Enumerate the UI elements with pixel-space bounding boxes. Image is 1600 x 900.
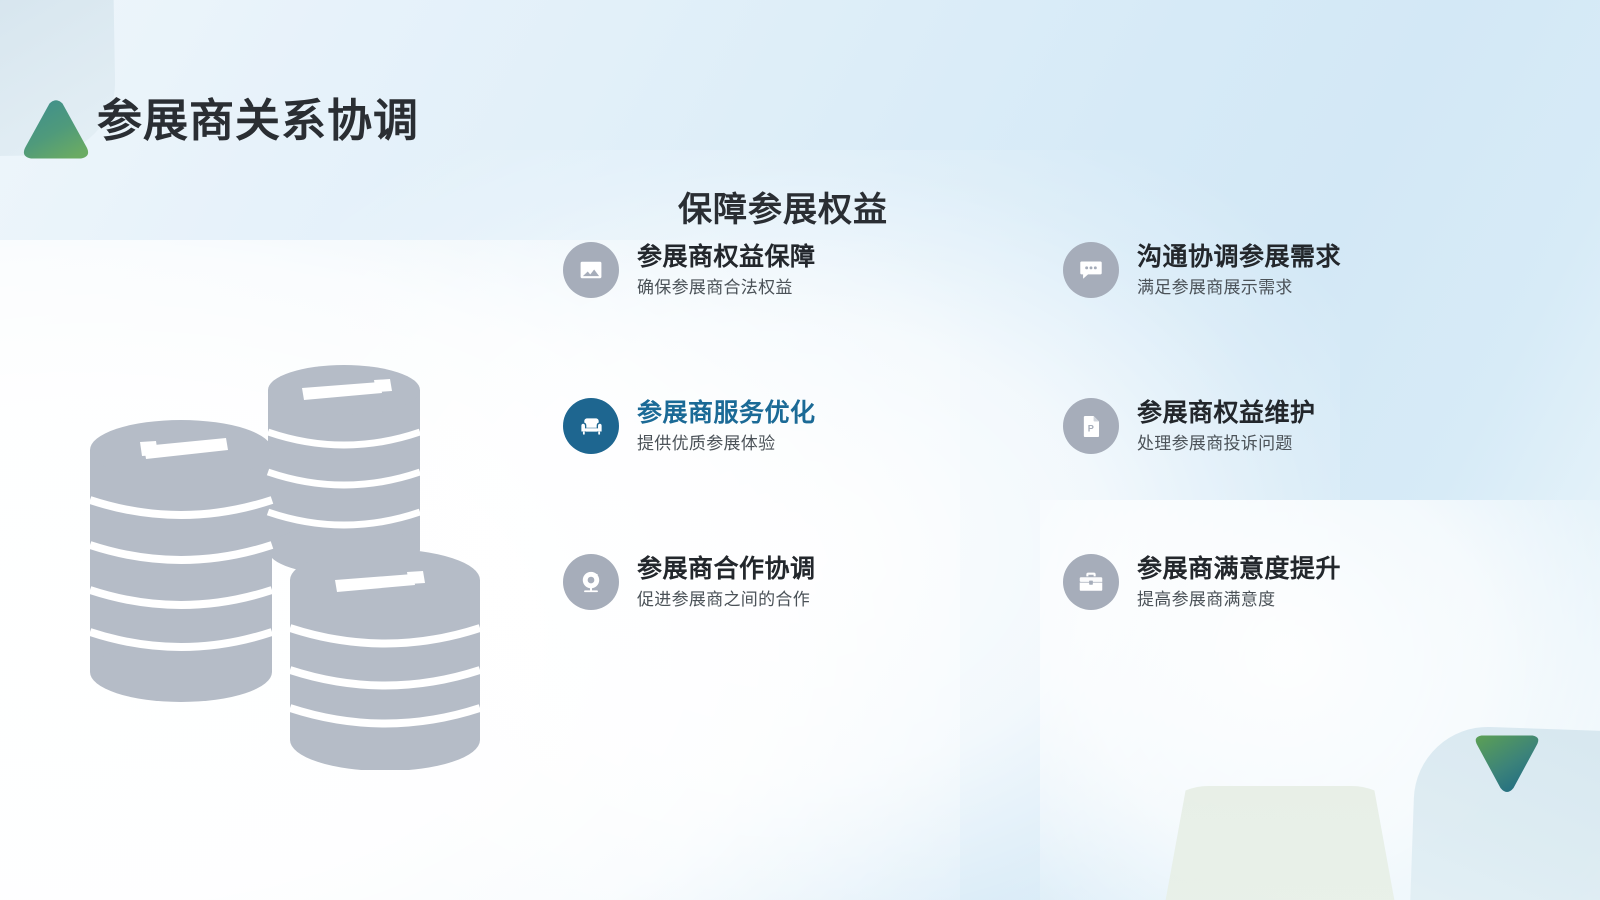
feature-item-4[interactable]: P 参展商权益维护 处理参展商投诉问题 <box>1063 398 1463 454</box>
feature-text: 参展商满意度提升 提高参展商满意度 <box>1137 554 1342 609</box>
feature-title: 参展商权益维护 <box>1137 398 1316 427</box>
feature-item-6[interactable]: 参展商满意度提升 提高参展商满意度 <box>1063 554 1463 610</box>
feature-title: 沟通协调参展需求 <box>1137 242 1342 271</box>
section-heading: 保障参展权益 <box>678 191 888 230</box>
toolbox-icon <box>1063 554 1119 610</box>
bottom-right-triangle-icon <box>1472 734 1542 796</box>
feature-text: 参展商权益维护 处理参展商投诉问题 <box>1137 398 1316 453</box>
feature-item-5[interactable]: 参展商合作协调 促进参展商之间的合作 <box>563 554 1063 610</box>
feature-item-2[interactable]: 沟通协调参展需求 满足参展商展示需求 <box>1063 242 1463 298</box>
feature-description: 满足参展商展示需求 <box>1137 277 1293 297</box>
feature-title: 参展商服务优化 <box>637 398 816 427</box>
feature-title: 参展商满意度提升 <box>1137 554 1342 583</box>
feature-row: 参展商服务优化 提供优质参展体验 P 参展商权益维护 处理参展商投诉问题 <box>563 398 1463 454</box>
feature-item-1[interactable]: 参展商权益保障 确保参展商合法权益 <box>563 242 1063 298</box>
svg-text:P: P <box>1088 423 1094 433</box>
feature-description: 促进参展商之间的合作 <box>637 589 810 609</box>
feature-description: 提供优质参展体验 <box>637 433 776 453</box>
feature-row: 参展商权益保障 确保参展商合法权益 沟通协调参展需求 满足参展商展示需求 <box>563 242 1463 298</box>
chat-bubble-icon <box>1063 242 1119 298</box>
feature-description: 处理参展商投诉问题 <box>1137 433 1293 453</box>
feature-row: 参展商合作协调 促进参展商之间的合作 参展商满意度提升 提高参展商满意度 <box>563 554 1463 610</box>
top-left-triangle-icon <box>20 98 92 164</box>
feature-title: 参展商权益保障 <box>637 242 816 271</box>
feature-item-3[interactable]: 参展商服务优化 提供优质参展体验 <box>563 398 1063 454</box>
coin-stacks-illustration <box>80 360 510 771</box>
bottom-right-green-shape <box>1150 786 1410 900</box>
armchair-icon <box>563 398 619 454</box>
feature-text: 参展商权益保障 确保参展商合法权益 <box>637 242 816 297</box>
feature-description: 提高参展商满意度 <box>1137 589 1276 609</box>
feature-grid: 参展商权益保障 确保参展商合法权益 沟通协调参展需求 满足参展商展示需求 <box>563 242 1463 610</box>
feature-description: 确保参展商合法权益 <box>637 277 793 297</box>
feature-text: 参展商合作协调 促进参展商之间的合作 <box>637 554 816 609</box>
feature-text: 沟通协调参展需求 满足参展商展示需求 <box>1137 242 1342 297</box>
webcam-icon <box>563 554 619 610</box>
page-title: 参展商关系协调 <box>97 95 420 147</box>
feature-text: 参展商服务优化 提供优质参展体验 <box>637 398 816 453</box>
presentation-file-icon: P <box>1063 398 1119 454</box>
image-icon <box>563 242 619 298</box>
feature-title: 参展商合作协调 <box>637 554 816 583</box>
